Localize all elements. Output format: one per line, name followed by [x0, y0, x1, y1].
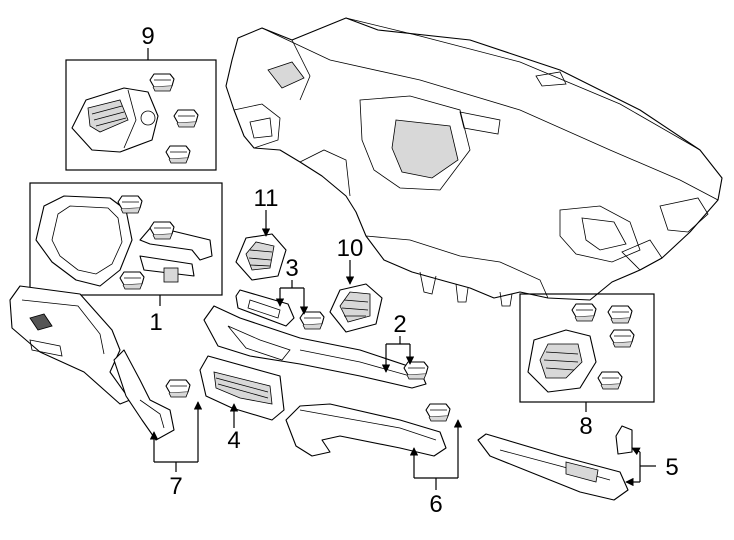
part-7-left-panel — [9, 285, 191, 441]
callout-8: 8 — [579, 413, 592, 440]
part-4-lower-panel — [199, 355, 285, 421]
callout-5: 5 — [665, 454, 678, 481]
part-10-vent — [329, 283, 383, 333]
callout-9: 9 — [141, 23, 154, 50]
callout-3: 3 — [285, 255, 298, 282]
callout-1: 1 — [149, 309, 162, 336]
box-9-frame — [65, 59, 217, 171]
part-3-trim — [235, 289, 325, 330]
part-11-vent — [235, 233, 287, 281]
callout-4: 4 — [227, 427, 240, 454]
part-6-column-cover — [285, 403, 451, 457]
callout-2: 2 — [393, 311, 406, 338]
leader-5 — [625, 447, 656, 487]
part-8-vent — [527, 329, 597, 393]
callout-7: 7 — [169, 473, 182, 500]
callout-11: 11 — [254, 185, 279, 212]
box-8-frame — [519, 293, 655, 403]
callout-10: 10 — [337, 235, 364, 262]
instrument-panel — [225, 17, 723, 307]
callout-6: 6 — [429, 491, 442, 518]
part-1-trim-and-clips — [117, 195, 213, 290]
box-1-frame — [29, 182, 223, 296]
leader-3 — [275, 280, 309, 315]
part-2-center-trim — [203, 305, 429, 389]
leader-7 — [149, 401, 203, 472]
part-9-vent-assembly — [71, 87, 159, 153]
leader-2 — [381, 336, 415, 373]
part-5-lower-trim — [477, 425, 633, 501]
part-1-meter-visor — [35, 195, 133, 287]
leader-6 — [409, 419, 463, 490]
